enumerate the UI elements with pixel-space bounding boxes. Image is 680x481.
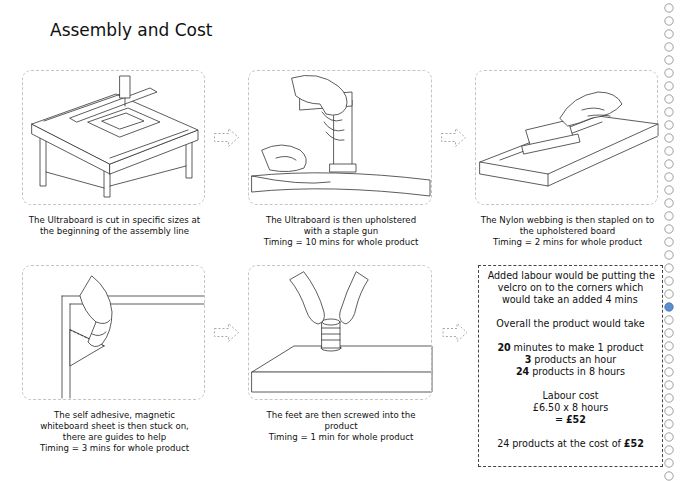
text-row: 3products an hour [482,354,659,366]
step-caption: The Nylon webbing is then stapled on to … [453,215,680,248]
step-timing: Timing = 1 min for whole product [226,432,456,443]
step-caption: The feet are then screwed into the produ… [226,410,456,443]
bold-figure: 20 [497,342,510,353]
step-caption: The Ultraboard is cut in specific sizes … [0,215,230,237]
flow-arrow [442,129,466,147]
whiteboard-sheet-sketch [62,276,204,398]
cost-text: Overall the product would take [496,318,644,329]
cost-text: products at the cost of [512,438,621,449]
cost-box: Added labour would be putting the velcro… [478,265,663,467]
cost-text: products in 8 hours [532,366,625,377]
text-row: =£52 [482,414,659,426]
feet-sketch [252,272,432,392]
process-panel: The Ultraboard is then upholstered with … [248,70,432,205]
step-caption: The Ultraboard is then upholstered with … [226,215,456,248]
step-timing: Timing = 3 mins for whole product [0,443,230,454]
step-caption: The self adhesive, magnetic whiteboard s… [0,410,230,454]
cost-text: minutes to make 1 product [514,342,644,353]
process-panel: The self adhesive, magnetic whiteboard s… [22,265,205,400]
flow-arrow [443,324,467,342]
text-row: £6.50 x 8 hours [482,402,659,414]
page-title: Assembly and Cost [50,20,213,40]
bold-figure: 24 [516,366,529,377]
process-panel: The feet are then screwed into the produ… [248,265,432,400]
cost-text: Added labour would be putting the velcro… [488,270,655,305]
step-description: The Ultraboard is cut in specific sizes … [26,215,204,237]
cost-text: products an hour [534,354,616,365]
text-row: 24products in 8 hours [482,366,659,378]
step-description: The Nylon webbing is then stapled on to … [473,215,663,237]
stapler-sketch [480,92,658,186]
bold-figure: £52 [566,414,586,425]
step-description: The self adhesive, magnetic whiteboard s… [35,410,195,443]
process-panel: The Nylon webbing is then stapled on to … [475,70,658,205]
flow-arrow [215,129,239,147]
binder-holes [665,4,673,480]
cost-text: = [555,414,563,425]
cost-text: Labour cost [542,390,598,401]
step-timing: Timing = 2 mins for whole product [453,237,680,248]
text-row: 20 minutes to make 1 product [482,342,659,354]
cost-text: £6.50 x 8 hours [533,402,608,413]
bold-figure: 3 [525,354,532,365]
text-row: Labour cost [482,390,659,402]
text-row: Overall the product would take [482,318,659,330]
bold-figure: £52 [624,438,644,449]
cutting-table [32,76,198,197]
process-panel: The Ultraboard is cut in specific sizes … [22,70,205,205]
text-row: Added labour would be putting the velcro… [482,270,659,306]
staple-gun-sketch [252,75,430,196]
step-description: The Ultraboard is then upholstered with … [262,215,420,237]
cost-text: 24 [497,438,509,449]
text-row: 24products at the cost of£52 [482,438,659,450]
step-description: The feet are then screwed into the produ… [257,410,425,432]
step-timing: Timing = 10 mins for whole product [226,237,456,248]
flow-arrow [215,324,239,342]
